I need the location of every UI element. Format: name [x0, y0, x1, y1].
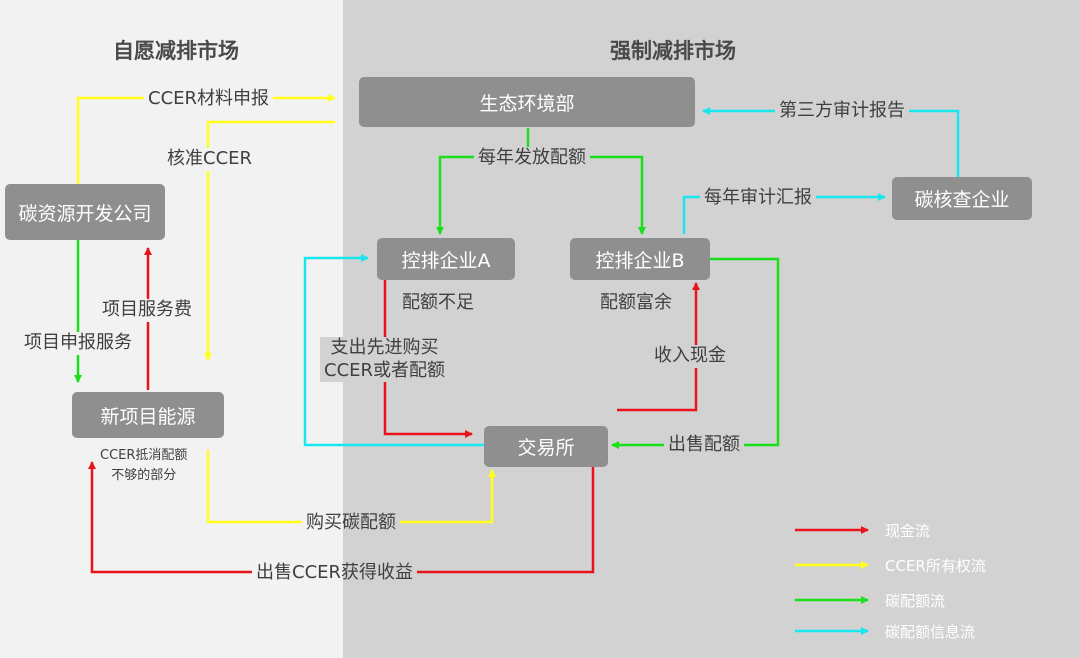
flow-cash-income [617, 282, 700, 412]
label-buy-ccer: 支出先进购买 CCER或者配额 [320, 337, 450, 382]
node-verifier: 碳核查企业 [892, 177, 1032, 220]
label-ccer-offset: CCER抵消配额 不够的部分 [100, 446, 187, 485]
node-carbon-dev-company: 碳资源开发公司 [5, 184, 165, 240]
flow-ccer-approve [204, 120, 335, 361]
legend-carbon-quota: 碳配额流 [885, 592, 946, 610]
label-buy-carbon: 购买碳配额 [302, 512, 400, 535]
flow-info-to-a [303, 254, 484, 447]
label-third-audit: 第三方审计报告 [775, 100, 909, 123]
mandatory-market-title: 强制减排市场 [610, 39, 736, 63]
node-ministry: 生态环境部 [359, 77, 695, 127]
label-buy-ccer-line1: 支出先进购买 [330, 337, 439, 358]
label-quota-short: 配额不足 [402, 292, 474, 313]
label-project-apply: 项目申报服务 [20, 332, 136, 355]
label-quota-surplus: 配额富余 [600, 292, 672, 313]
node-firm-b: 控排企业B [570, 238, 710, 280]
node-new-energy: 新项目能源 [72, 392, 224, 438]
label-ccer-approve: 核准CCER [163, 148, 257, 171]
legend-ccer-ownership: CCER所有权流 [885, 557, 986, 575]
label-annual-allot: 每年发放配额 [474, 147, 590, 170]
label-sell-quota: 出售配额 [664, 434, 744, 457]
label-ccer-filing: CCER材料申报 [144, 88, 274, 111]
label-ccer-offset-line2: 不够的部分 [111, 467, 177, 483]
flow-buy-ccer [383, 280, 473, 438]
label-cash-income: 收入现金 [650, 345, 730, 368]
voluntary-market-title: 自愿减排市场 [113, 39, 239, 63]
node-firm-a: 控排企业A [377, 238, 515, 280]
node-exchange: 交易所 [484, 426, 608, 467]
legend-carbon-info: 碳配额信息流 [885, 623, 976, 641]
flow-ccer-filing [76, 94, 336, 184]
flow-annual-allot [436, 128, 530, 235]
label-project-fee: 项目服务费 [98, 299, 196, 322]
flow-annual-audit [682, 193, 886, 234]
label-ccer-offset-line1: CCER抵消配额 [100, 448, 188, 463]
label-buy-ccer-line2: CCER或者配额 [324, 359, 446, 381]
legend-cash-flow: 现金流 [885, 522, 931, 540]
label-sell-ccer: 出售CCER获得收益 [252, 562, 418, 585]
label-annual-audit: 每年审计汇报 [700, 187, 816, 210]
